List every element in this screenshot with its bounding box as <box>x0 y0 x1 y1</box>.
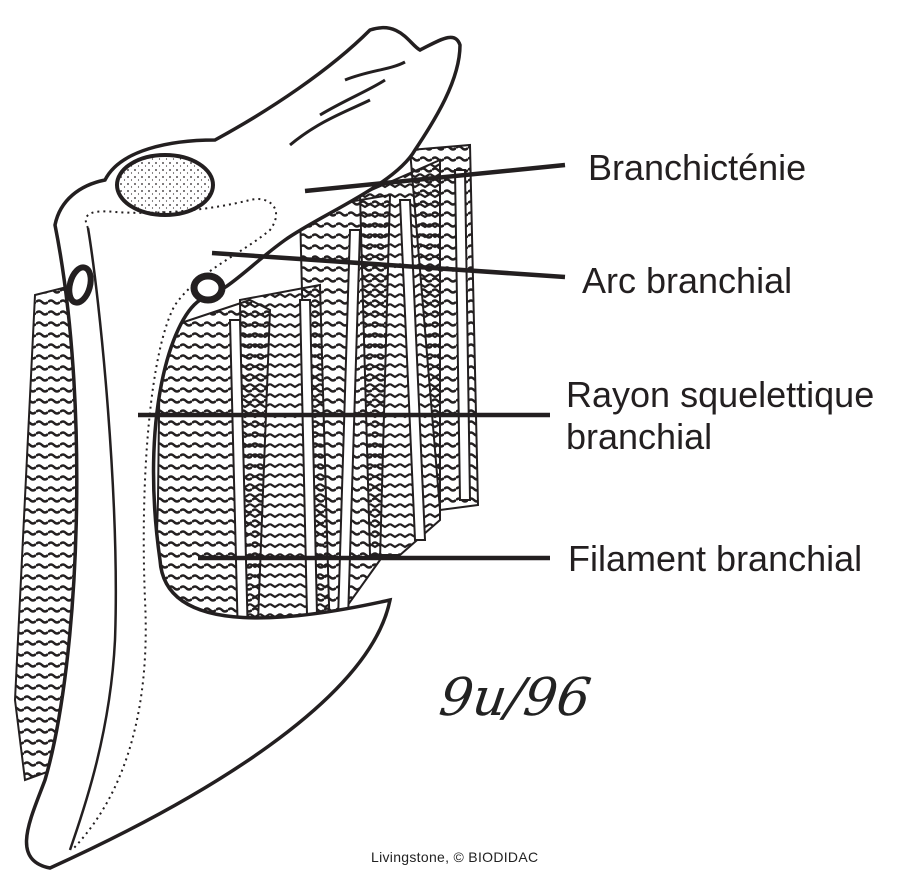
label-branchictenie: Branchicténie <box>588 147 807 188</box>
label-filament-branchial: Filament branchial <box>568 538 863 579</box>
label-rayon-squelettique-line2: branchial <box>566 416 713 457</box>
leader-line-branchictenie <box>304 162 566 194</box>
artist-signature: 9u/96 <box>435 668 595 728</box>
leader-line-arc <box>211 250 566 280</box>
gill-arch <box>24 26 462 870</box>
image-credit: Livingstone, © BIODIDAC <box>371 849 539 865</box>
leader-lines <box>138 162 566 561</box>
label-arc-branchial: Arc branchial <box>582 260 793 301</box>
label-rayon-squelettique: Rayon squelettique <box>566 374 875 415</box>
